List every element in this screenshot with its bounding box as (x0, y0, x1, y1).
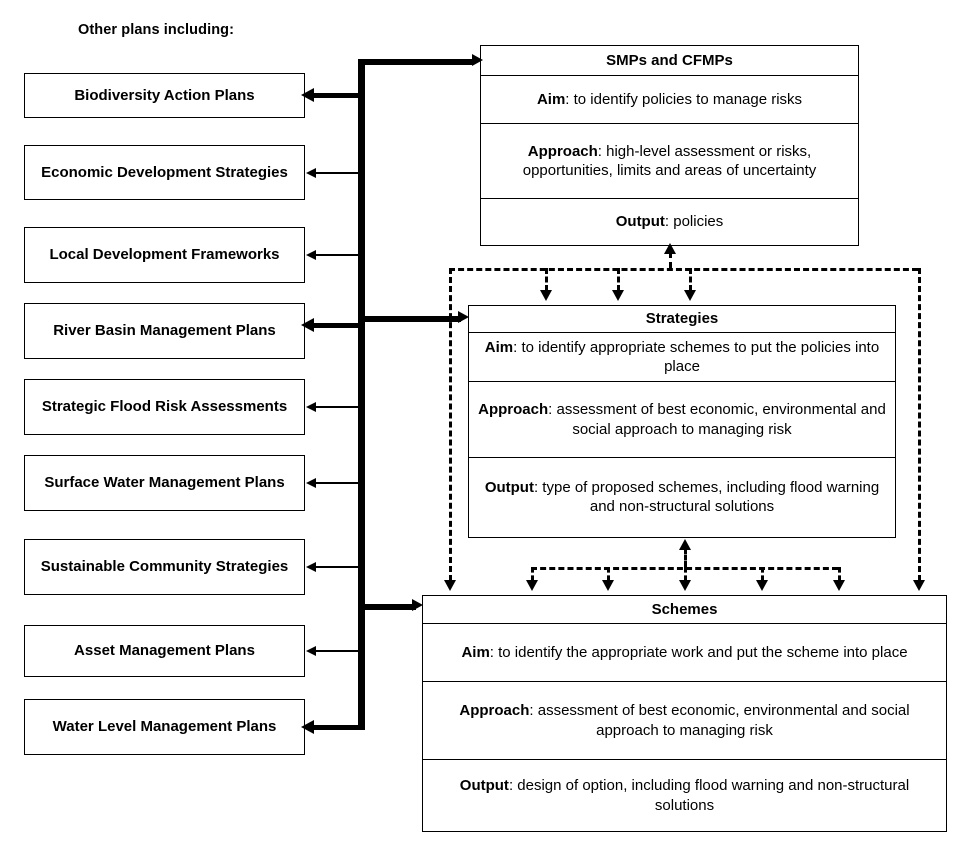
dashed-stem-down-schemes-1 (531, 567, 534, 581)
plan-box-strategic-flood-risk-assessments[interactable]: Strategic Flood Risk Assessments (24, 379, 305, 435)
plan-box-sustainable-community-strategies[interactable]: Sustainable Community Strategies (24, 539, 305, 595)
dashed-stem-down-schemes-4 (761, 567, 764, 581)
strategies-approach-label: Approach (478, 401, 549, 419)
plan-box-biodiversity-action-plans[interactable]: Biodiversity Action Plans (24, 73, 305, 118)
connector-to-strategic-flood-risk-assessments (316, 406, 361, 409)
connector-to-economic-development-strategies (316, 172, 361, 175)
stage-box-schemes[interactable]: Schemes Aim: to identify the appropriate… (422, 595, 947, 832)
plan-box-river-basin-management-plans[interactable]: River Basin Management Plans (24, 303, 305, 359)
schemes-title: Schemes (423, 596, 946, 624)
smps-output-label: Output (615, 212, 665, 230)
connector-spine-to-schemes (358, 604, 416, 610)
arrow-down-to-strategies-3 (684, 290, 696, 301)
diagram-caption: Other plans including: (78, 22, 235, 38)
arrow-left-to-economic-development-strategies (306, 168, 316, 178)
arrow-left-to-strategic-flood-risk-assessments (306, 402, 316, 412)
stage-box-smps-and-cfmps[interactable]: SMPs and CFMPs Aim: to identify policies… (480, 45, 859, 246)
dashed-stem-up-to-smps (669, 252, 672, 268)
dashed-stem-down-schemes-3 (684, 567, 687, 581)
schemes-output-text: : design of option, including flood warn… (508, 777, 910, 814)
schemes-aim-row: Aim: to identify the appropriate work an… (423, 624, 946, 682)
arrow-down-right-to-schemes (913, 580, 925, 591)
strategies-aim-text: : to identify appropriate schemes to put… (513, 338, 880, 376)
smps-aim-text: : to identify policies to manage risks (565, 90, 803, 108)
strategies-aim-row: Aim: to identify appropriate schemes to … (469, 333, 895, 383)
arrow-down-to-schemes-4 (756, 580, 768, 591)
plan-box-surface-water-management-plans[interactable]: Surface Water Management Plans (24, 455, 305, 511)
arrow-left-to-river-basin-management-plans (301, 318, 314, 332)
smps-approach-text: : high-level assessment or risks, opport… (522, 142, 817, 180)
connector-spine-to-strategies (358, 316, 461, 322)
arrow-left-to-water-level-management-plans (301, 720, 314, 734)
smps-title: SMPs and CFMPs (481, 46, 858, 76)
schemes-approach-text: : assessment of best economic, environme… (529, 702, 910, 739)
stage-box-strategies[interactable]: Strategies Aim: to identify appropriate … (468, 305, 896, 538)
strategies-output-text: : type of proposed schemes, including fl… (533, 478, 880, 516)
arrow-right-to-smps (472, 54, 483, 66)
strategies-output-row: Output: type of proposed schemes, includ… (469, 458, 895, 537)
connector-to-local-development-frameworks (316, 254, 361, 257)
arrow-up-to-strategies-output (679, 539, 691, 550)
strategies-output-label: Output (484, 478, 534, 496)
arrow-left-to-local-development-frameworks (306, 250, 316, 260)
arrow-down-to-schemes-2 (602, 580, 614, 591)
arrow-left-to-asset-management-plans (306, 646, 316, 656)
dashed-leg-right-to-schemes (918, 268, 921, 581)
dashed-stem-down-schemes-2 (607, 567, 610, 581)
strategies-aim-label: Aim (484, 338, 514, 356)
smps-aim-row: Aim: to identify policies to manage risk… (481, 76, 858, 124)
smps-approach-row: Approach: high-level assessment or risks… (481, 124, 858, 199)
arrow-down-to-schemes-5 (833, 580, 845, 591)
arrow-down-to-schemes-1 (526, 580, 538, 591)
connector-to-asset-management-plans (316, 650, 361, 653)
connector-to-biodiversity-action-plans (313, 93, 361, 98)
arrow-left-to-biodiversity-action-plans (301, 88, 314, 102)
plan-box-local-development-frameworks[interactable]: Local Development Frameworks (24, 227, 305, 283)
arrow-left-to-sustainable-community-strategies (306, 562, 316, 572)
plan-box-economic-development-strategies[interactable]: Economic Development Strategies (24, 145, 305, 200)
arrow-right-to-schemes (412, 599, 423, 611)
dashed-stem-up-to-strategies (684, 548, 687, 567)
arrow-down-to-strategies-2 (612, 290, 624, 301)
arrow-up-to-smps-output (664, 243, 676, 254)
dashed-leg-left-to-schemes (449, 268, 452, 581)
arrow-right-to-strategies (458, 311, 469, 323)
plan-box-water-level-management-plans[interactable]: Water Level Management Plans (24, 699, 305, 755)
schemes-output-row: Output: design of option, including floo… (423, 760, 946, 831)
smps-approach-label: Approach (527, 142, 598, 160)
connector-to-river-basin-management-plans (313, 323, 361, 328)
schemes-approach-label: Approach (459, 702, 530, 719)
arrow-down-left-to-schemes (444, 580, 456, 591)
smps-aim-label: Aim (536, 90, 566, 108)
connector-to-water-level-management-plans (313, 725, 361, 730)
connector-to-sustainable-community-strategies (316, 566, 361, 569)
arrow-down-to-schemes-3 (679, 580, 691, 591)
dashed-stem-down-strategies-3 (689, 268, 692, 291)
arrow-down-to-strategies-1 (540, 290, 552, 301)
schemes-aim-label: Aim (461, 643, 490, 661)
strategies-title: Strategies (469, 306, 895, 333)
strategies-approach-text: : assessment of best economic, environme… (548, 401, 886, 438)
dashed-stem-down-strategies-2 (617, 268, 620, 291)
connector-spine-vertical (358, 59, 365, 730)
schemes-approach-row: Approach: assessment of best economic, e… (423, 682, 946, 760)
arrow-left-to-surface-water-management-plans (306, 478, 316, 488)
connector-to-surface-water-management-plans (316, 482, 361, 485)
dashed-bus-smps-strategies (449, 268, 918, 271)
plan-box-asset-management-plans[interactable]: Asset Management Plans (24, 625, 305, 677)
schemes-output-label: Output (459, 777, 509, 794)
strategies-approach-row: Approach: assessment of best economic, e… (469, 382, 895, 458)
connector-spine-to-smps (358, 59, 474, 65)
dashed-stem-down-strategies-1 (545, 268, 548, 291)
smps-output-row: Output: policies (481, 199, 858, 244)
dashed-stem-down-schemes-5 (838, 567, 841, 581)
smps-output-text: : policies (664, 212, 724, 230)
schemes-aim-text: : to identify the appropriate work and p… (489, 643, 908, 661)
